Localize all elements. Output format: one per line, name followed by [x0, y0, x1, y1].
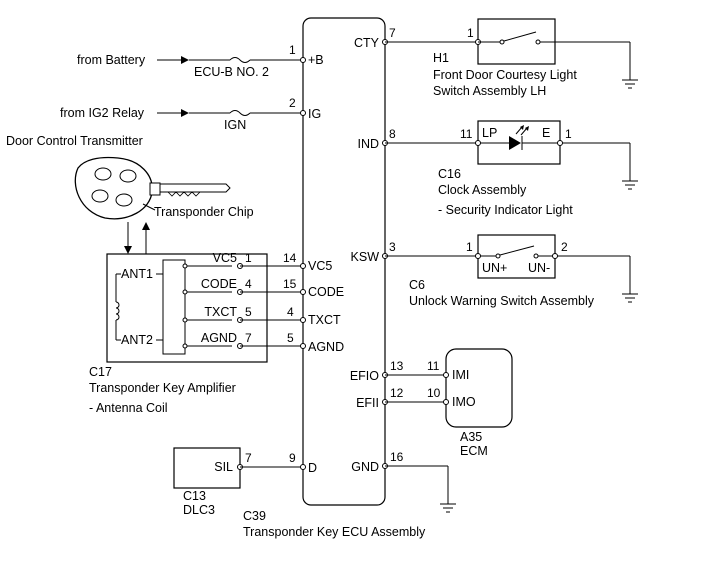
arrow-up [142, 222, 150, 230]
ecu-pin-num-7: 7 [389, 26, 396, 40]
ecu-pin-name-ig: IG [308, 107, 321, 121]
ig2-arrow [181, 109, 189, 117]
from-ig2-label: from IG2 Relay [60, 106, 145, 120]
ecu-pin-name-d: D [308, 461, 317, 475]
c6-pin2-name: UN- [528, 261, 550, 275]
battery-fuse-label: ECU-B NO. 2 [194, 65, 269, 79]
ecu-pin-name-efii: EFII [356, 396, 379, 410]
amp-internal-block [162, 259, 186, 355]
ecu-pin-name-efio: EFIO [350, 369, 379, 383]
ecu-pin-name-txct: TXCT [308, 313, 341, 327]
ecm-box [445, 348, 513, 428]
ecm-name: ECM [460, 444, 488, 458]
ecu-body [302, 17, 386, 506]
ecu-caption-name: Transponder Key ECU Assembly [243, 525, 426, 539]
ground-icon [622, 293, 638, 303]
c16-code: C16 [438, 167, 461, 181]
h1-pin-num: 1 [467, 26, 474, 40]
ground-icon [440, 503, 456, 513]
ecm-imo-num: 10 [427, 386, 441, 400]
amp-name: Transponder Key Amplifier [89, 381, 236, 395]
amp-pin-name-code: CODE [201, 277, 237, 291]
c16-sub: - Security Indicator Light [438, 203, 573, 217]
ecu-pin-num-12: 12 [390, 386, 404, 400]
battery-fuse-symbol [229, 57, 251, 63]
key-fob-icon [74, 156, 231, 220]
c16-lp-num: 11 [460, 127, 473, 141]
ecu-pin-name-code: CODE [308, 285, 344, 299]
ecu-pin-name-gnd: GND [351, 460, 379, 474]
ecu-pin-name-b: +B [308, 53, 324, 67]
ecu-pin-name-cty: CTY [354, 36, 380, 50]
ecu-pin-num-5: 5 [287, 331, 294, 345]
ecm-imi-num: 11 [427, 359, 440, 373]
dlc3-box [173, 447, 241, 489]
dlc3-code: C13 [183, 489, 206, 503]
ecu-pin-num-15: 15 [283, 277, 297, 291]
ecu-pin-name-ind: IND [357, 137, 379, 151]
c16-e-name: E [542, 126, 550, 140]
ecu-pin-name-agnd: AGND [308, 340, 344, 354]
ecu-pin-num-2: 2 [289, 96, 296, 110]
ecm-code: A35 [460, 430, 482, 444]
amp-pin-num-agnd: 7 [245, 331, 252, 345]
c16-name: Clock Assembly [438, 183, 527, 197]
ecu-pin-num-4: 4 [287, 305, 294, 319]
ig2-fuse-label: IGN [224, 118, 246, 132]
ecu-pin-name-ksw: KSW [351, 250, 380, 264]
ecm-imo-name: IMO [452, 395, 476, 409]
ecu-pin-num-3: 3 [389, 240, 396, 254]
amp-pin-num-txct: 5 [245, 305, 252, 319]
c6-name: Unlock Warning Switch Assembly [409, 294, 595, 308]
c6-code: C6 [409, 278, 425, 292]
amp-pin-name-txct: TXCT [204, 305, 237, 319]
amp-ant2-label: ANT2 [121, 333, 153, 347]
dlc3-pin-name: SIL [214, 460, 233, 474]
amp-pin-num-code: 4 [245, 277, 252, 291]
amp-pin-num-vc5: 1 [245, 251, 252, 265]
ecu-pin-num-9: 9 [289, 451, 296, 465]
amp-pin-name-vc5: VC5 [213, 251, 237, 265]
h1-code: H1 [433, 51, 449, 65]
h1-name-line2: Switch Assembly LH [433, 84, 546, 98]
amp-pin-name-agnd: AGND [201, 331, 237, 345]
from-battery-label: from Battery [77, 53, 146, 67]
amp-code: C17 [89, 365, 112, 379]
antenna-coil-icon [115, 301, 120, 321]
ground-icon [622, 79, 638, 89]
dlc3-pin-num: 7 [245, 451, 252, 465]
c6-pin2-num: 2 [561, 240, 568, 254]
c16-lp-name: LP [482, 126, 497, 140]
ecu-caption-code: C39 [243, 509, 266, 523]
ecu-pin-num-13: 13 [390, 359, 404, 373]
c6-pin1-num: 1 [466, 240, 473, 254]
h1-switch-contact [503, 31, 537, 42]
ecu-pin-num-8: 8 [389, 127, 396, 141]
battery-arrow [181, 56, 189, 64]
ecu-pin-num-16: 16 [390, 450, 404, 464]
c6-switch-contact [499, 245, 535, 256]
ig2-fuse-symbol [229, 110, 251, 116]
ground-icon [622, 180, 638, 190]
led-icon [509, 125, 529, 150]
ecu-pin-name-vc5: VC5 [308, 259, 332, 273]
ecu-pin-num-14: 14 [283, 251, 297, 265]
amp-ant1-label: ANT1 [121, 267, 153, 281]
dlc3-name: DLC3 [183, 503, 215, 517]
c6-pin1-name: UN+ [482, 261, 507, 275]
ecm-imi-name: IMI [452, 368, 469, 382]
amp-sub: - Antenna Coil [89, 401, 168, 415]
transponder-chip-label: Transponder Chip [154, 205, 254, 219]
transmitter-label: Door Control Transmitter [6, 134, 143, 148]
arrow-down [124, 246, 132, 254]
ecu-pin-num-1: 1 [289, 43, 296, 57]
c16-e-num: 1 [565, 127, 572, 141]
h1-name-line1: Front Door Courtesy Light [433, 68, 577, 82]
